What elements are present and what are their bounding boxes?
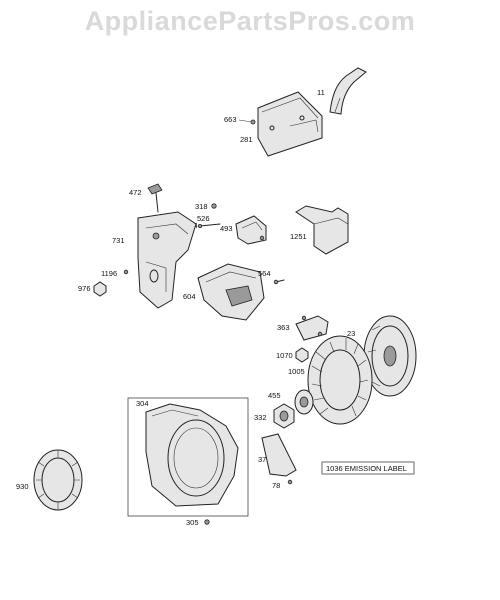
label-455: 455 (268, 391, 281, 400)
label-emission: 1036 EMISSION LABEL (326, 464, 407, 473)
label-1070: 1070 (276, 351, 293, 360)
label-976: 976 (78, 284, 91, 293)
label-78: 78 (272, 481, 280, 490)
part-1005-fan[interactable] (307, 335, 373, 425)
part-1196-screw[interactable] (123, 269, 129, 275)
part-78-screw[interactable] (287, 479, 293, 485)
part-930-ring[interactable] (33, 449, 83, 511)
part-318-pin[interactable] (211, 203, 217, 209)
part-37-plate[interactable] (261, 433, 297, 477)
watermark-text: AppliancePartsPros.com (84, 6, 416, 36)
part-663-screw[interactable] (250, 119, 256, 125)
part-332-nut[interactable] (273, 403, 295, 429)
label-281: 281 (240, 135, 253, 144)
part-564-screw[interactable] (273, 279, 285, 285)
label-1196: 1196 (101, 269, 117, 278)
label-11: 11 (317, 88, 325, 97)
part-455-clutch[interactable] (294, 389, 314, 415)
part-604-air-guide[interactable] (197, 263, 265, 321)
part-305-screw[interactable] (204, 519, 210, 525)
label-493: 493 (220, 224, 233, 233)
part-281-shield[interactable] (257, 91, 323, 157)
label-472: 472 (129, 188, 142, 197)
label-526: 526 (197, 214, 210, 223)
part-1224-link[interactable] (197, 223, 221, 228)
label-564: 564 (258, 269, 271, 278)
part-363-coil[interactable] (295, 315, 329, 341)
part-731-housing-side[interactable] (137, 211, 197, 309)
part-304-blower-housing[interactable] (145, 403, 239, 507)
label-363: 363 (277, 323, 290, 332)
label-37: 37 (258, 455, 266, 464)
label-318: 318 (195, 202, 208, 211)
part-976-nut[interactable] (93, 281, 107, 297)
label-731: 731 (112, 236, 125, 245)
label-332: 332 (254, 413, 267, 422)
label-930: 930 (16, 482, 29, 491)
part-472-screw[interactable] (147, 183, 163, 213)
label-304: 304 (136, 399, 149, 408)
label-663: 663 (224, 115, 237, 124)
part-304-box (127, 397, 249, 517)
part-23-flywheel[interactable] (363, 315, 417, 397)
part-11-tube[interactable] (329, 67, 367, 115)
label-1005: 1005 (288, 367, 305, 376)
label-604: 604 (183, 292, 196, 301)
emission-label-box (321, 461, 415, 475)
part-493-bracket[interactable] (235, 215, 267, 245)
part-1251-baffle[interactable] (295, 205, 349, 255)
label-1251: 1251 (290, 232, 307, 241)
label-305: 305 (186, 518, 199, 527)
part-1070-nut[interactable] (295, 347, 309, 363)
label-23: 23 (347, 329, 355, 338)
